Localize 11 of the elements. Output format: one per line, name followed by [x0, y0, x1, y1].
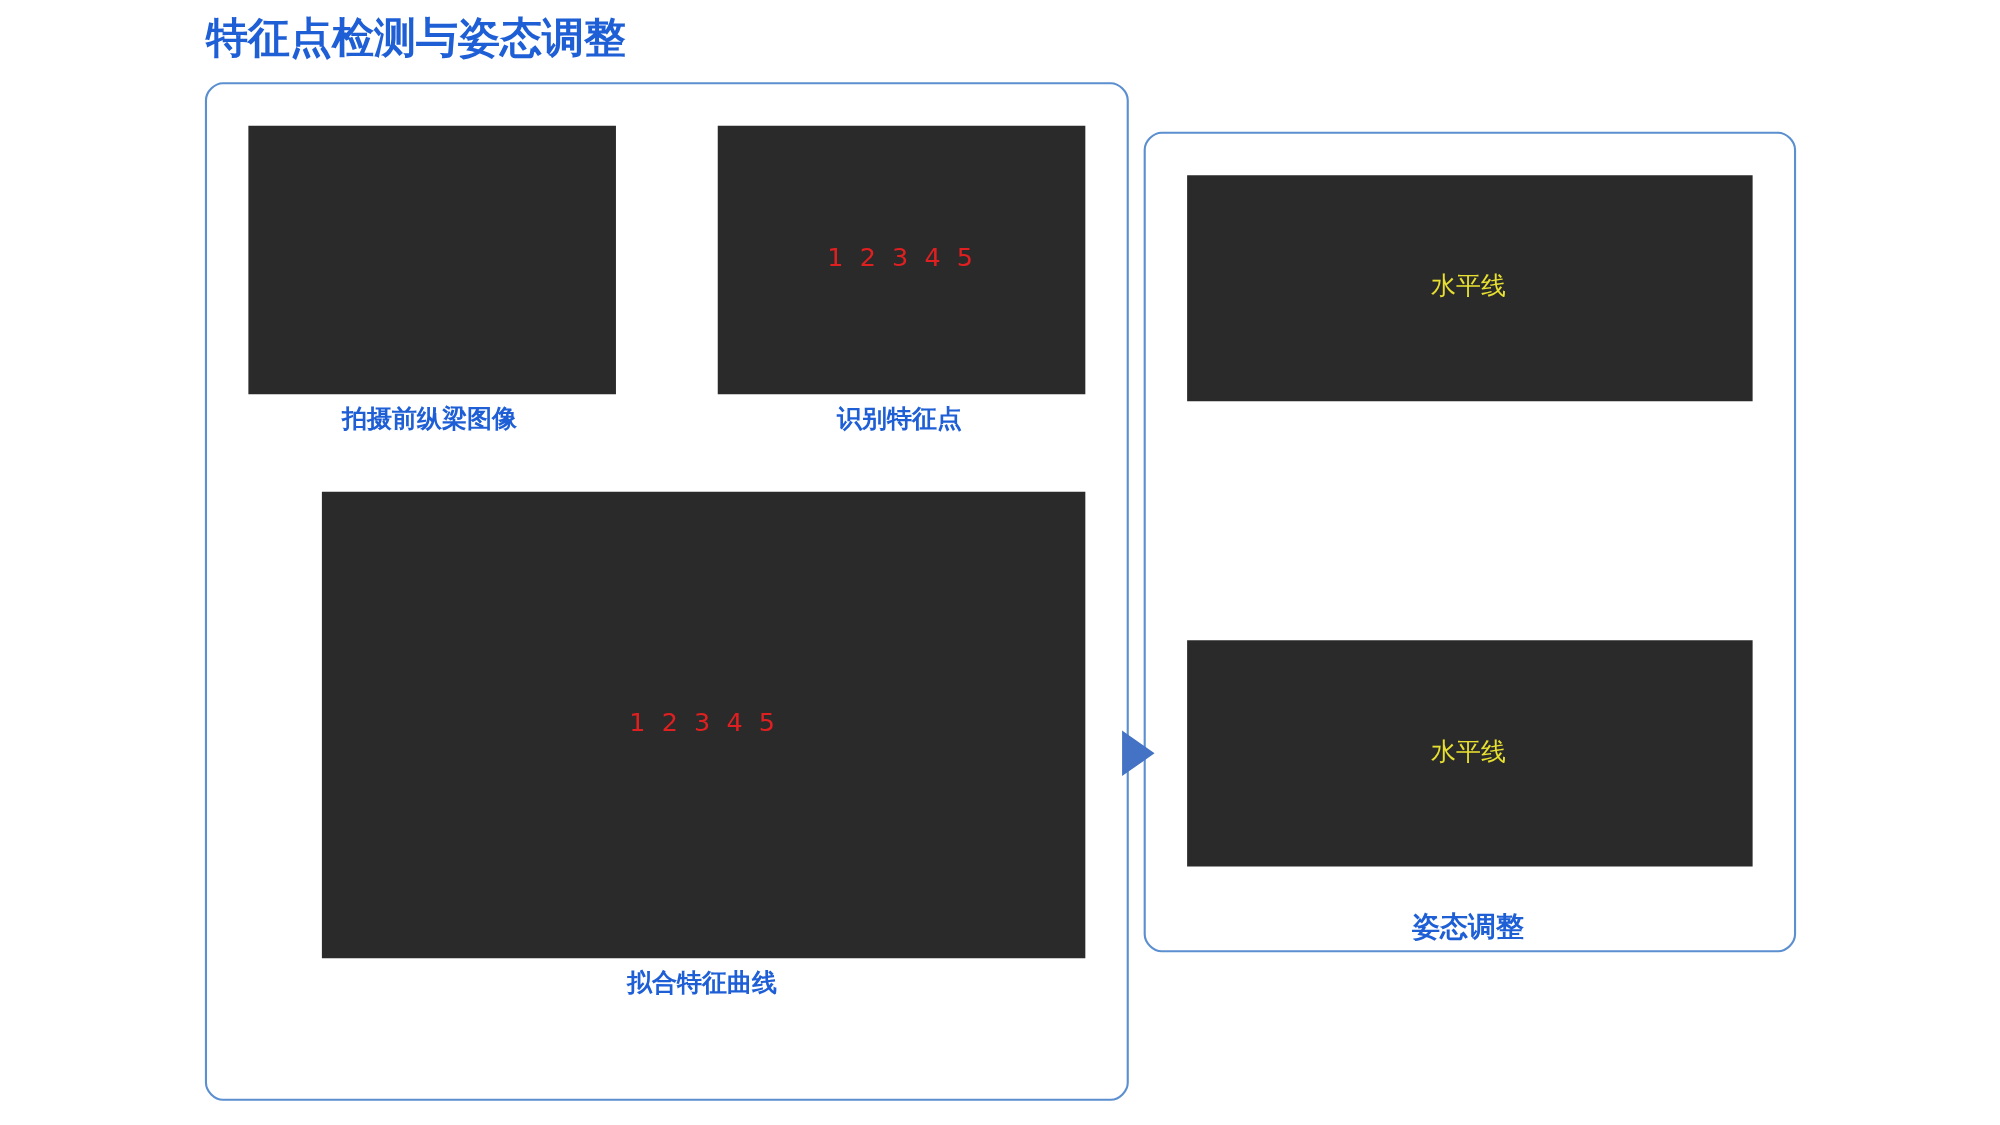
node-label: 拍摄前纵梁图像 [341, 403, 517, 434]
node-box [247, 125, 616, 395]
node-box: 水平线 [1186, 175, 1753, 402]
node-label: 拟合特征曲线 [626, 967, 777, 998]
node-box: 1 2 3 4 5 [321, 491, 1085, 959]
diagram-title: 特征点检测与姿态调整 [205, 13, 626, 63]
node-box: 水平线 [1186, 640, 1753, 867]
arrow [1121, 730, 1155, 777]
cluster [204, 82, 1129, 1101]
node-box: 1 2 3 4 5 [717, 125, 1085, 395]
node-label: 识别特征点 [836, 403, 962, 434]
